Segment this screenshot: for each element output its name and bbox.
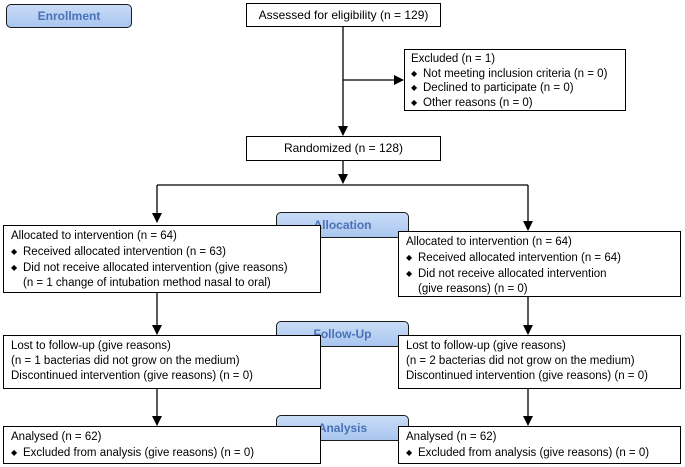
randomized-box: Randomized (n = 128) (246, 136, 441, 161)
left-followup-box: Lost to follow-up (give reasons) (n = 1 … (3, 335, 321, 389)
right-received-item: Received allocated intervention (n = 64) (406, 250, 673, 266)
randomized-label: Randomized (n = 128) (283, 141, 404, 155)
left-analysed-label: Analysed (n = 62) (11, 431, 102, 443)
stage-allocation: Allocation (276, 212, 409, 238)
right-not-received-detail: (give reasons) (n = 0) (418, 283, 528, 295)
right-allocation-title: Allocated to intervention (n = 64) (406, 236, 572, 248)
left-lost-detail: (n = 1 bacterias did not grow on the med… (11, 355, 240, 367)
left-analysis-box: Analysed (n = 62) Excluded from analysis… (3, 426, 321, 464)
right-analysed-label: Analysed (n = 62) (406, 431, 497, 443)
right-not-received-item: Did not receive allocated intervention (406, 266, 673, 282)
assessed-label: Assessed for eligibility (n = 129) (258, 8, 429, 22)
right-allocation-box: Allocated to intervention (n = 64) Recei… (398, 231, 681, 297)
excluded-title: Excluded (n = 1) (411, 53, 496, 65)
right-discontinued-label: Discontinued intervention (give reasons)… (406, 370, 648, 382)
excluded-box: Excluded (n = 1) Not meeting inclusion c… (404, 49, 626, 111)
excluded-item: Not meeting inclusion criteria (n = 0) (411, 67, 619, 82)
right-analysis-box: Analysed (n = 62) Excluded from analysis… (398, 426, 681, 464)
left-allocation-box: Allocated to intervention (n = 64) Recei… (3, 225, 321, 293)
assessed-box: Assessed for eligibility (n = 129) (246, 3, 441, 27)
right-excluded-analysis-item: Excluded from analysis (give reasons) (n… (406, 445, 673, 461)
left-received-item: Received allocated intervention (n = 63) (11, 244, 313, 260)
right-lost-detail: (n = 2 bacterias did not grow on the med… (406, 355, 635, 367)
right-followup-box: Lost to follow-up (give reasons) (n = 2 … (398, 335, 681, 389)
left-not-received-item: Did not receive allocated intervention (… (11, 260, 313, 276)
excluded-item: Declined to participate (n = 0) (411, 81, 619, 96)
left-excluded-analysis-item: Excluded from analysis (give reasons) (n… (11, 445, 313, 461)
stage-enrollment: Enrollment (6, 4, 132, 28)
left-allocation-title: Allocated to intervention (n = 64) (11, 230, 177, 242)
excluded-item: Other reasons (n = 0) (411, 96, 619, 111)
left-not-received-detail: (n = 1 change of intubation method nasal… (23, 277, 271, 289)
left-lost-label: Lost to follow-up (give reasons) (11, 340, 171, 352)
left-discontinued-label: Discontinued intervention (give reasons)… (11, 370, 253, 382)
right-lost-label: Lost to follow-up (give reasons) (406, 340, 566, 352)
